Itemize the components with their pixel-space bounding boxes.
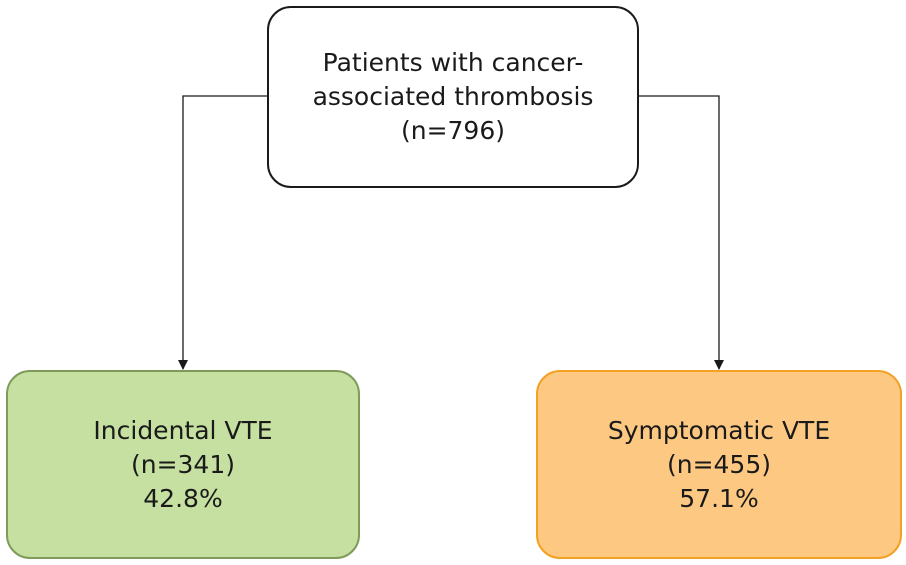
connector-to-incidental: [178, 95, 267, 370]
symptomatic-count: (n=455): [666, 449, 772, 479]
incidental-label: Incidental VTE: [93, 415, 273, 445]
root-line1: Patients with cancer-: [322, 48, 584, 77]
connector-to-symptomatic: [639, 95, 724, 370]
incidental-box: Incidental VTE (n=341) 42.8%: [6, 370, 360, 559]
symptomatic-percent: 57.1%: [679, 483, 759, 513]
root-count: (n=796): [400, 116, 506, 145]
symptomatic-box: Symptomatic VTE (n=455) 57.1%: [536, 370, 902, 559]
symptomatic-label: Symptomatic VTE: [607, 415, 831, 445]
incidental-count: (n=341): [130, 449, 236, 479]
root-box: Patients with cancer- associated thrombo…: [267, 6, 639, 188]
root-line2: associated thrombosis: [312, 82, 594, 111]
incidental-percent: 42.8%: [143, 483, 223, 513]
